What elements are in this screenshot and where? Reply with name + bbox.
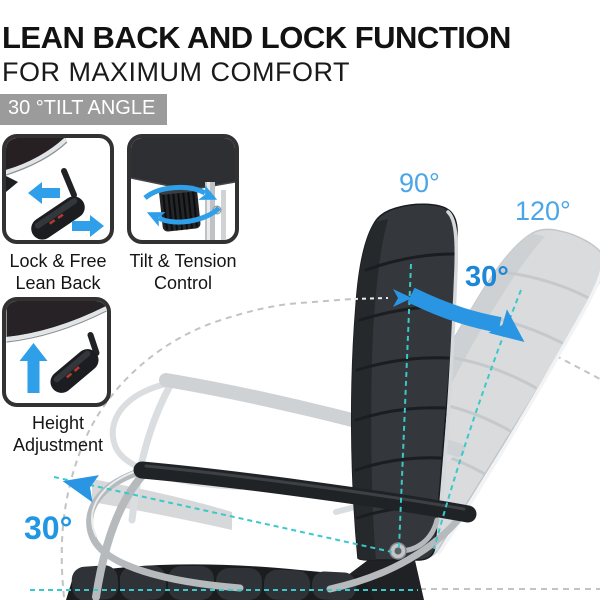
upright-angle-label: 90°	[399, 168, 440, 198]
rotate-arrows-icon	[143, 184, 221, 227]
tension-knob-rotation-icon	[131, 138, 235, 240]
tilt-hinge	[389, 517, 440, 560]
feature-card-lean-back	[2, 134, 114, 244]
page-subtitle: FOR MAXIMUM COMFORT	[2, 57, 350, 87]
tilt-arc-dashed	[60, 298, 353, 598]
recline-arrow-icon	[407, 287, 525, 343]
reclined-angle-label: 120°	[515, 196, 571, 226]
height-lever-up-arrow-icon	[6, 301, 107, 393]
seat-cushion	[66, 564, 374, 600]
feature-label-height: Height Adjustment	[12, 413, 104, 455]
tilt-angle-badge: 30 °TILT ANGLE	[0, 94, 168, 125]
feature-card-tension	[127, 134, 239, 244]
upright-axis-dashed	[398, 263, 412, 549]
feature-label-tension: Tilt & Tension Control	[129, 251, 237, 293]
arrow-left-icon	[28, 182, 60, 204]
pivot-level-dashed	[353, 297, 389, 300]
arrow-right-icon	[72, 215, 104, 237]
page-title: LEAN BACK AND LOCK FUNCTION	[2, 20, 511, 55]
seat-tilt-arrowhead-icon	[62, 475, 99, 503]
lean-back-lever-arrows-icon	[6, 138, 104, 240]
seat-tilt-line-dashed	[53, 476, 393, 553]
base-angle-label: 30°	[24, 510, 73, 546]
pivot-arrowhead-icon	[393, 289, 412, 307]
feature-card-height	[2, 297, 111, 407]
armrest	[86, 461, 477, 600]
arrow-up-icon	[19, 343, 48, 393]
feature-label-lean-back: Lock & Free Lean Back	[9, 251, 107, 293]
tilt-range-label: 30°	[465, 261, 509, 293]
